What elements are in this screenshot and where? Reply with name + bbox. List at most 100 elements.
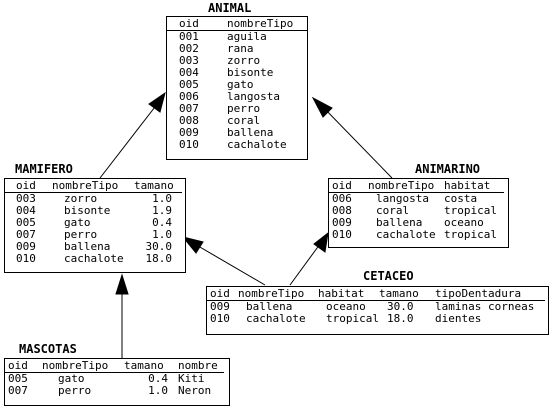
table-cell: 30.0 (145, 240, 173, 253)
arrowhead-mascotas-mamifero (115, 273, 129, 295)
table-cell: 008 (179, 114, 199, 127)
table-cell: cachalote (376, 228, 436, 241)
table-cell: 1.0 (152, 228, 172, 241)
table-row: 010 cachalote 18.0 (5, 253, 182, 265)
table-row: 007 perro 1.0 (5, 229, 182, 241)
table-cell: dientes (434, 312, 482, 325)
table-cell: coral (227, 114, 261, 127)
table-title-animarino: ANIMARINO (415, 162, 481, 176)
table-cell: 0.4 (148, 372, 168, 385)
arrow-animarino-animal (321, 105, 393, 179)
column-header: habitat (318, 287, 365, 300)
table-cell: 010 (16, 252, 36, 265)
table-cell: 003 (179, 54, 199, 67)
table-cell: perro (58, 384, 92, 397)
arrowhead-animarino-animal (311, 96, 333, 118)
table-cell: 0.4 (152, 216, 172, 229)
table-cell: 1.0 (148, 384, 168, 397)
table-cell: 001 (179, 30, 199, 43)
table-cell: 007 (8, 384, 28, 397)
table-cell: 30.0 (386, 300, 414, 313)
table-row: 009 ballena (167, 127, 307, 139)
column-header: tamano (134, 179, 174, 192)
table-cell: 18.0 (386, 312, 414, 325)
table-cell: Kiti (178, 372, 205, 385)
table-row: 002 rana (167, 43, 307, 55)
arrow-cetaceo-mamifero (192, 242, 266, 286)
column-header: oid (8, 359, 28, 372)
table-cell: 1.0 (152, 192, 172, 205)
table-cell: rana (227, 42, 254, 55)
table-cell: gato (64, 216, 91, 229)
column-header: nombreTipo (52, 179, 119, 192)
table-cell: 005 (16, 216, 36, 229)
column-header: nombre (178, 359, 218, 372)
table-cell: 007 (16, 228, 36, 241)
table-cell: laminas corneas (434, 300, 535, 313)
table-cell: perro (227, 102, 261, 115)
table-cell: oceano (444, 216, 484, 229)
table-row: 008 coral (167, 115, 307, 127)
table-cell: 006 (332, 192, 352, 205)
table-cell: 009 (332, 216, 352, 229)
column-header: oid (332, 179, 352, 192)
table-cell: ballena (227, 126, 274, 139)
column-header: oid (210, 287, 230, 300)
table-cell: zorro (64, 192, 98, 205)
arrow-mamifero-animal (99, 102, 159, 179)
column-header: nombreTipo (368, 179, 435, 192)
column-header: habitat (444, 179, 491, 192)
table-cell: coral (376, 204, 410, 217)
table-cell: 004 (16, 204, 36, 217)
table-title-mascotas: MASCOTAS (19, 342, 77, 356)
table-title-cetaceo: CETACEO (363, 269, 414, 283)
table-cell: 005 (8, 372, 28, 385)
table-cetaceo: oid nombreTipo habitat tamano tipoDentad… (206, 286, 549, 335)
column-header: tamano (124, 359, 164, 372)
column-header: nombreTipo (227, 17, 294, 30)
table-cell: 002 (179, 42, 199, 55)
table-cell: 18.0 (145, 252, 173, 265)
table-cell: cachalote (246, 312, 306, 325)
table-cell: langosta (227, 90, 280, 103)
table-cell: 010 (210, 312, 230, 325)
table-title-animal: ANIMAL (208, 1, 252, 15)
table-cell: bisonte (227, 66, 274, 79)
column-header: nombreTipo (238, 287, 305, 300)
table-cell: 005 (179, 78, 199, 91)
table-row: 008 coral tropical (329, 205, 504, 217)
table-cell: cachalote (64, 252, 124, 265)
table-cell: aguila (227, 30, 267, 43)
table-cell: perro (64, 228, 98, 241)
table-cell: tropical (444, 204, 497, 217)
table-cell: 008 (332, 204, 352, 217)
table-cell: 007 (179, 102, 199, 115)
table-row: 007 perro (167, 103, 307, 115)
table-cell: tropical (326, 312, 379, 325)
table-cell: ballena (64, 240, 111, 253)
table-row: 001 aguila (167, 31, 307, 44)
column-header: tamano (378, 287, 419, 300)
table-cell: 010 (332, 228, 352, 241)
table-cell: 009 (179, 126, 199, 139)
table-cell: gato (58, 372, 85, 385)
column-header: tipoDentadura (434, 287, 522, 300)
table-cell: costa (444, 192, 478, 205)
table-cell: oceano (326, 300, 366, 313)
table-cell: 009 (210, 300, 230, 313)
